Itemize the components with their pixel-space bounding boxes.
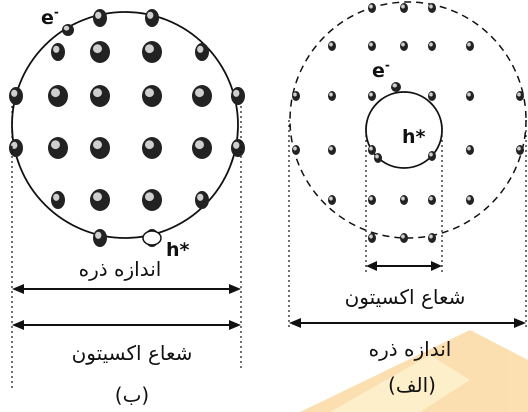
atom-b [93, 9, 107, 27]
atom-alef [428, 195, 436, 205]
exciton-radius-label-b: شعاع اکسیتون [72, 341, 193, 365]
atom-b [192, 137, 212, 159]
atom-alef [328, 41, 336, 51]
atom-alef [466, 91, 474, 101]
hole-label-b: h* [166, 239, 190, 261]
atom-b [142, 85, 162, 107]
particle-boundary-alef [290, 2, 526, 238]
electron-label-b: e- [41, 5, 59, 29]
electron-label-alef: e- [372, 58, 390, 82]
atom-alef [368, 91, 376, 101]
atom-alef [400, 233, 408, 243]
atom-b [51, 191, 65, 209]
atom-b [90, 189, 110, 211]
atom-alef [428, 151, 436, 161]
atom-b [231, 139, 245, 157]
atom-alef [466, 41, 474, 51]
atom-alef [368, 3, 376, 13]
atom-alef [516, 91, 524, 101]
arrowhead-right-radius-alef [431, 261, 442, 271]
arrowhead-right-radius-b [229, 320, 241, 330]
atom-b [142, 189, 162, 211]
atom-alef [400, 3, 408, 13]
atom-b [9, 139, 23, 157]
hole-label-alef: h* [402, 126, 426, 148]
hole-marker-b [143, 231, 161, 245]
atom-b [195, 191, 209, 209]
atom-b [9, 87, 23, 105]
atom-b [90, 85, 110, 107]
particle-size-label-alef: اندازه ذره [369, 337, 452, 361]
atom-lattice-alef [292, 3, 524, 243]
atom-alef [368, 145, 376, 155]
atom-alef [428, 233, 436, 243]
panel-tag-alef: (الف) [388, 373, 436, 397]
atom-b [145, 9, 159, 27]
atom-b [231, 87, 245, 105]
atom-alef [374, 153, 382, 163]
panel-tag-b: (ب) [115, 383, 149, 407]
electron-marker-alef [391, 82, 401, 92]
atom-alef [328, 145, 336, 155]
atom-alef [466, 145, 474, 155]
atom-b [51, 43, 65, 61]
atom-b [142, 41, 162, 63]
particle-size-label-b: اندازه ذره [79, 257, 162, 281]
atom-alef [516, 145, 524, 155]
atom-b [195, 43, 209, 61]
atom-alef [368, 41, 376, 51]
panel-alef: e- h* شعاع اکسیتون اندازه ذره (الف) [289, 2, 526, 397]
atom-alef [428, 41, 436, 51]
atom-b [48, 85, 68, 107]
atom-alef [466, 195, 474, 205]
arrowhead-left-radius-alef [366, 261, 377, 271]
atom-alef [400, 41, 408, 51]
atom-alef [328, 91, 336, 101]
arrowhead-left-radius-b [12, 320, 24, 330]
atom-b [93, 229, 107, 247]
arrowhead-left-size-b [12, 284, 24, 294]
atom-b [90, 41, 110, 63]
atom-alef [328, 195, 336, 205]
atom-alef [292, 145, 300, 155]
arrowhead-right-size-b [229, 284, 241, 294]
arrowhead-left-size-alef [289, 318, 301, 328]
atom-b [142, 137, 162, 159]
atom-b [90, 137, 110, 159]
atom-b [48, 137, 68, 159]
atom-alef [428, 3, 436, 13]
atom-b [192, 85, 212, 107]
atom-alef [400, 195, 408, 205]
electron-marker-b [62, 24, 74, 36]
atom-alef [368, 233, 376, 243]
atom-alef [368, 195, 376, 205]
exciton-radius-label-alef: شعاع اکسیتون [345, 285, 466, 309]
arrowhead-right-size-alef [514, 318, 526, 328]
panel-b: e- h* اندازه ذره شعاع اکسیتون (ب) [9, 5, 245, 407]
atom-alef [428, 91, 436, 101]
atom-alef [292, 91, 300, 101]
